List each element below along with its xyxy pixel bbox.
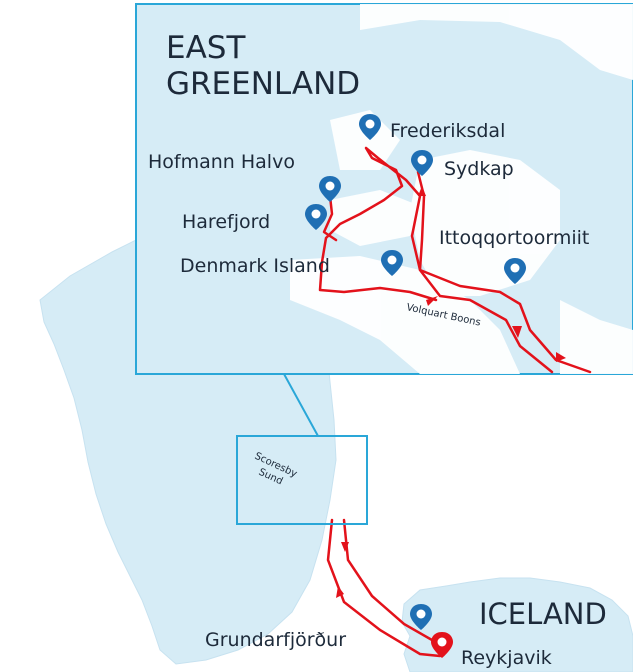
region-title-line2: GREENLAND <box>166 66 360 102</box>
map-pin-icon <box>305 204 327 230</box>
region-title-line1: EAST <box>166 30 246 66</box>
overview-route-line-west <box>326 518 442 658</box>
inset-route-main <box>318 146 554 374</box>
route-arrow-icon <box>556 352 566 362</box>
label-iceland: ICELAND <box>479 597 607 631</box>
map-pin-icon <box>411 150 433 176</box>
overview-route-arrows <box>336 542 349 598</box>
inset-route-loop <box>322 194 338 242</box>
label-sydkap: Sydkap <box>444 158 514 180</box>
label-harefjord: Harefjord <box>182 211 270 233</box>
route-arrow-icon <box>512 326 522 338</box>
label-frederiksdal: Frederiksdal <box>390 120 505 142</box>
inset-route-arrows <box>418 186 566 362</box>
route-arrow-icon <box>418 186 426 196</box>
iceland-landmass <box>401 577 633 672</box>
route-arrow-icon <box>426 296 438 306</box>
map-pin-icon <box>410 604 432 630</box>
inset-route-branch <box>416 170 592 374</box>
map-pin-icon <box>359 114 381 140</box>
inset-route <box>318 146 592 374</box>
label-reykjavik: Reykjavik <box>461 647 552 669</box>
map-pin-icon <box>319 176 341 202</box>
inset-water <box>290 4 633 374</box>
map-pin-icon <box>431 632 453 658</box>
label-denmark-island: Denmark Island <box>180 255 330 277</box>
label-grundarfjordur: Grundarfjörður <box>205 629 346 651</box>
inset-connector <box>283 373 319 437</box>
map-pin-icon <box>381 250 403 276</box>
map-pin-icon <box>504 258 526 284</box>
scoresby-sund-box <box>236 435 368 525</box>
label-hofmann: Hofmann Halvo <box>148 151 295 173</box>
route-arrow-icon <box>336 586 344 598</box>
label-ittoqqortoormiit: Ittoqqortoormiit <box>439 227 589 249</box>
route-arrow-icon <box>341 542 349 552</box>
